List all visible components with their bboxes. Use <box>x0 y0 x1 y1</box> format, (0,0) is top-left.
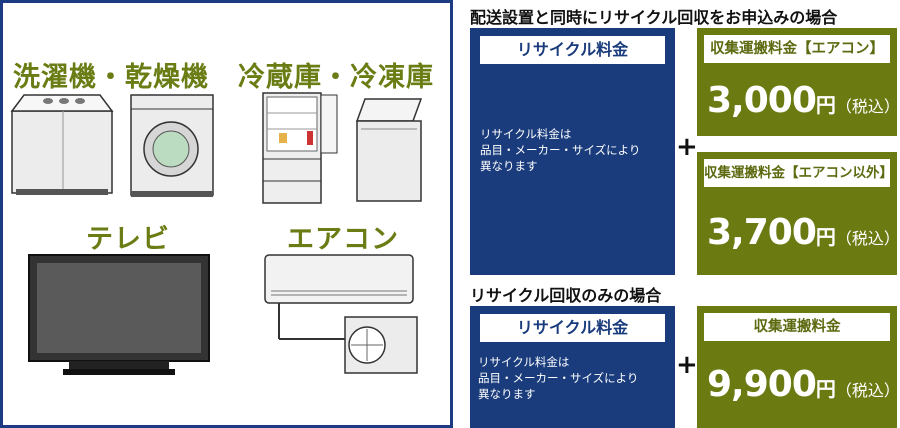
plus-icon: + <box>676 350 698 380</box>
recycle-fee-title: リサイクル料金 <box>480 314 665 342</box>
heading-delivery-with-recycle: 配送設置と同時にリサイクル回収をお申込みの場合 <box>470 8 838 27</box>
price-unit: 円 <box>815 225 836 249</box>
label-washer-dryer: 洗濯機・乾燥機 <box>13 62 209 93</box>
price-tax: （税込） <box>835 381 900 400</box>
price-unit: 円 <box>815 93 836 117</box>
price-tax: （税込） <box>835 229 900 248</box>
label-fridge-freezer: 冷蔵庫・冷凍庫 <box>238 62 434 93</box>
collection-fee-aircon-title: 収集運搬料金【エアコン】 <box>704 35 890 63</box>
television-icon <box>28 254 210 375</box>
recycle-fee-box-2: リサイクル料金 リサイクル料金は 品目・メーカー・サイズにより 異なります <box>470 306 675 428</box>
note-line: 異なります <box>480 159 538 173</box>
collection-fee-other-box: 収集運搬料金【エアコン以外】 3,700円（税込） <box>697 152 900 275</box>
collection-fee-other-title: 収集運搬料金【エアコン以外】 <box>704 159 893 187</box>
price-amount: 9,900 <box>707 364 817 405</box>
label-tv: テレビ <box>86 224 170 255</box>
recycle-fee-box: リサイクル料金 リサイクル料金は 品目・メーカー・サイズにより 異なります <box>470 28 675 275</box>
recycle-fee-note: リサイクル料金は 品目・メーカー・サイズにより 異なります <box>478 354 638 402</box>
label-aircon: エアコン <box>287 224 399 255</box>
washing-machine-icon <box>10 94 114 195</box>
collection-fee-aircon-price: 3,000円（税込） <box>707 80 900 121</box>
price-unit: 円 <box>815 377 836 401</box>
note-line: 異なります <box>478 387 536 401</box>
price-tax: （税込） <box>835 97 900 116</box>
collection-fee-title: 収集運搬料金 <box>704 313 890 341</box>
air-conditioner-icon <box>264 254 418 374</box>
collection-fee-price: 9,900円（税込） <box>707 364 900 405</box>
collection-fee-other-price: 3,700円（税込） <box>707 212 900 253</box>
note-line: 品目・メーカー・サイズにより <box>480 143 641 157</box>
collection-fee-box-2: 収集運搬料金 9,900円（税込） <box>697 306 900 428</box>
note-line: リサイクル料金は <box>480 127 572 141</box>
recycle-fee-note: リサイクル料金は 品目・メーカー・サイズにより 異なります <box>480 126 640 174</box>
dryer-icon <box>130 94 214 197</box>
plus-icon: + <box>676 132 698 162</box>
note-line: 品目・メーカー・サイズにより <box>478 371 639 385</box>
collection-fee-aircon-box: 収集運搬料金【エアコン】 3,000円（税込） <box>697 28 900 136</box>
note-line: リサイクル料金は <box>478 355 570 369</box>
price-amount: 3,700 <box>707 212 817 253</box>
appliance-panel: 洗濯機・乾燥機 冷蔵庫・冷凍庫 テレビ エアコン <box>0 0 453 428</box>
freezer-icon <box>355 98 423 202</box>
heading-recycle-only: リサイクル回収のみの場合 <box>470 286 662 305</box>
price-amount: 3,000 <box>707 80 817 121</box>
recycle-fee-title: リサイクル料金 <box>480 36 665 64</box>
refrigerator-icon <box>262 92 338 204</box>
